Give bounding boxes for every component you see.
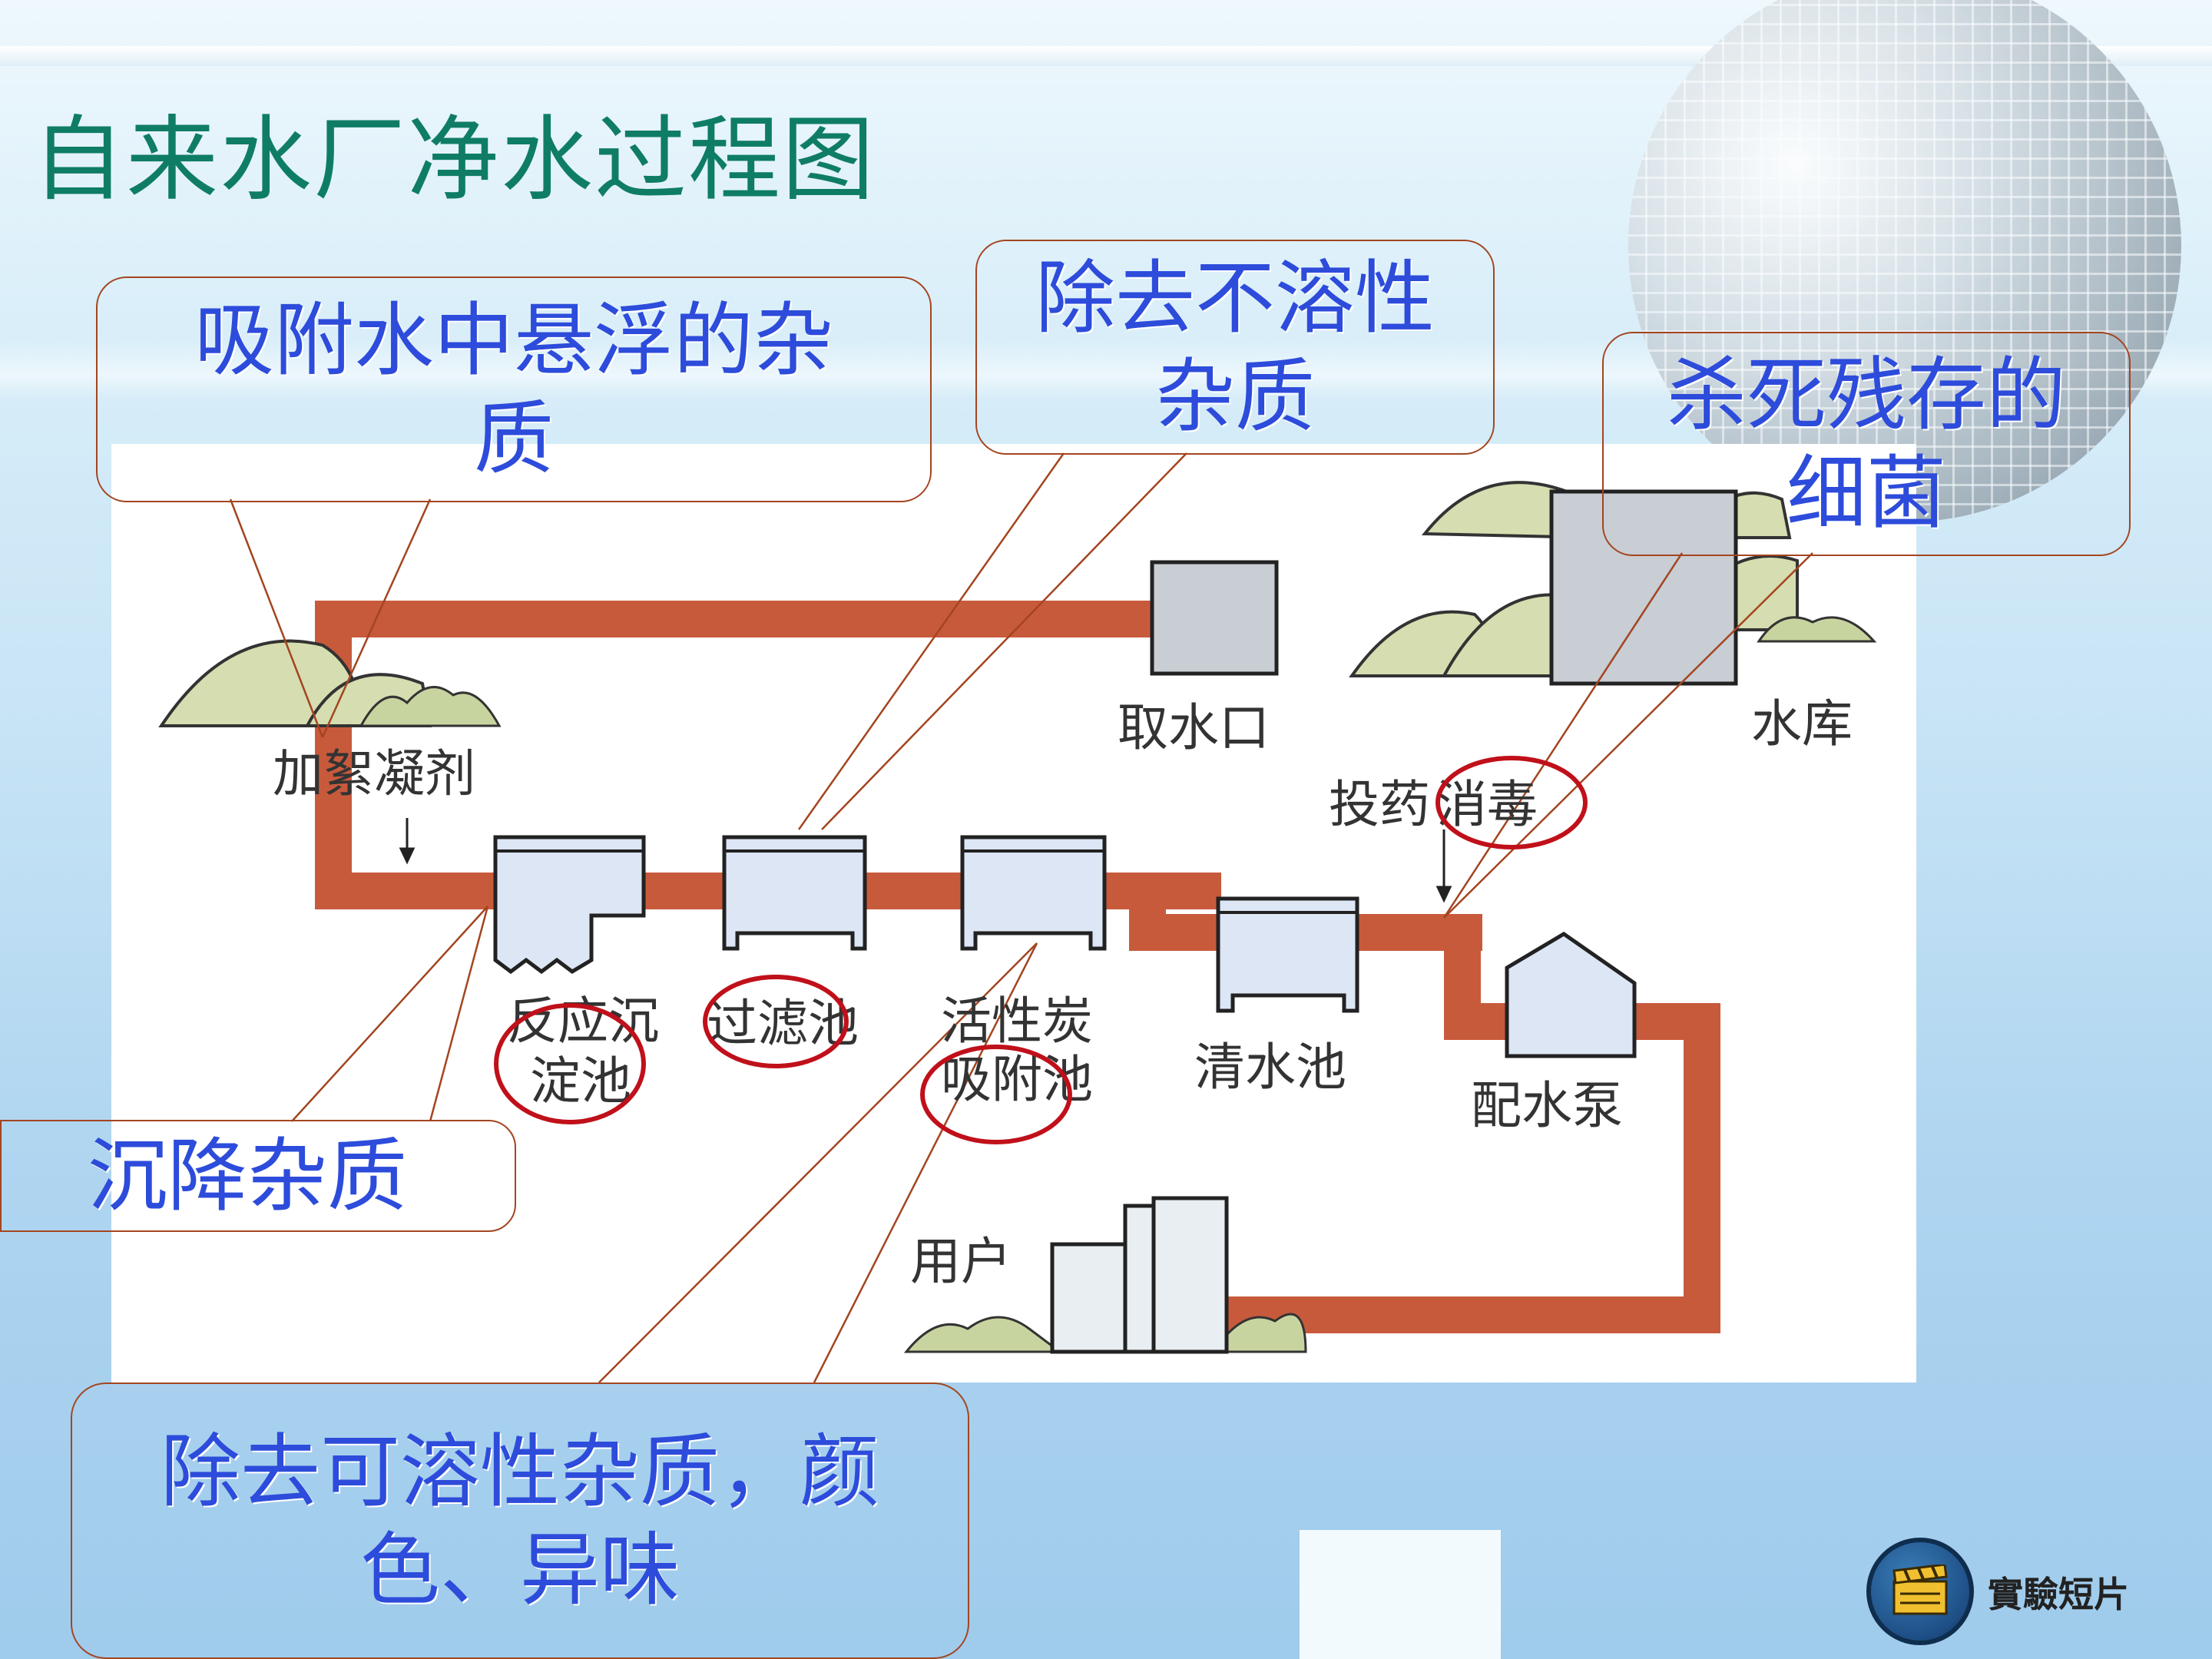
label-pump: 配水泵 (1471, 1078, 1623, 1134)
label-filter-tank: 过滤池 (707, 996, 859, 1052)
blank-placeholder (1300, 1530, 1501, 1659)
callout-insoluble-line2: 杂质 (1154, 349, 1315, 443)
callout-bacteria-line1: 杀死残存的 (1666, 348, 2066, 442)
callout-adsorb-line1: 吸附水中悬浮的杂 (194, 293, 833, 387)
label-reaction-tank-2: 淀池 (530, 1054, 631, 1110)
shrubs (359, 616, 1877, 1353)
video-badge-label[interactable]: 實驗短片 (1988, 1574, 2129, 1615)
label-reservoir: 水库 (1751, 697, 1853, 753)
callout-settle-text: 沉降杂质 (88, 1129, 408, 1223)
callout-adsorb-line2: 质 (473, 392, 554, 485)
highlight-circles (494, 756, 1588, 1144)
label-carbon-1: 活性炭 (941, 994, 1093, 1050)
globe-graphic (1628, 0, 2181, 522)
reservoir-box (1549, 489, 1738, 686)
callout-soluble: 除去可溶性杂质，颜 色、异味 (71, 1382, 969, 1659)
clapperboard-icon (1892, 1565, 1948, 1615)
callout-soluble-line1: 除去可溶性杂质，颜 (160, 1425, 879, 1518)
tanks (493, 835, 1637, 1058)
label-dosing: 投药 (1329, 777, 1430, 833)
tank-tops (495, 849, 1357, 914)
label-clear-water: 清水池 (1194, 1040, 1346, 1096)
callout-bacteria-line2: 细菌 (1786, 446, 1946, 540)
intake-box (1150, 560, 1279, 676)
callout-adsorb: 吸附水中悬浮的杂 质 (96, 276, 932, 502)
label-reaction-tank-1: 反应沉 (507, 994, 659, 1050)
callout-bacteria: 杀死残存的 细菌 (1602, 332, 2131, 556)
slide-title: 自来水厂净水过程图 (32, 107, 876, 214)
label-intake: 取水口 (1118, 700, 1270, 757)
callout-insoluble-line1: 除去不溶性 (1035, 251, 1435, 345)
callout-insoluble: 除去不溶性 杂质 (975, 240, 1495, 455)
callout-soluble-line2: 色、异味 (359, 1523, 680, 1617)
label-flocculant: 加絮凝剂 (273, 747, 475, 803)
label-user: 用户 (910, 1234, 1012, 1290)
video-badge-button[interactable] (1866, 1538, 1974, 1645)
flow-arrows (399, 818, 1452, 903)
leader-lines (229, 452, 1813, 1383)
label-disinfection: 消毒 (1436, 777, 1538, 833)
callout-settle: 沉降杂质 (0, 1120, 516, 1232)
buildings (1050, 1196, 1229, 1354)
